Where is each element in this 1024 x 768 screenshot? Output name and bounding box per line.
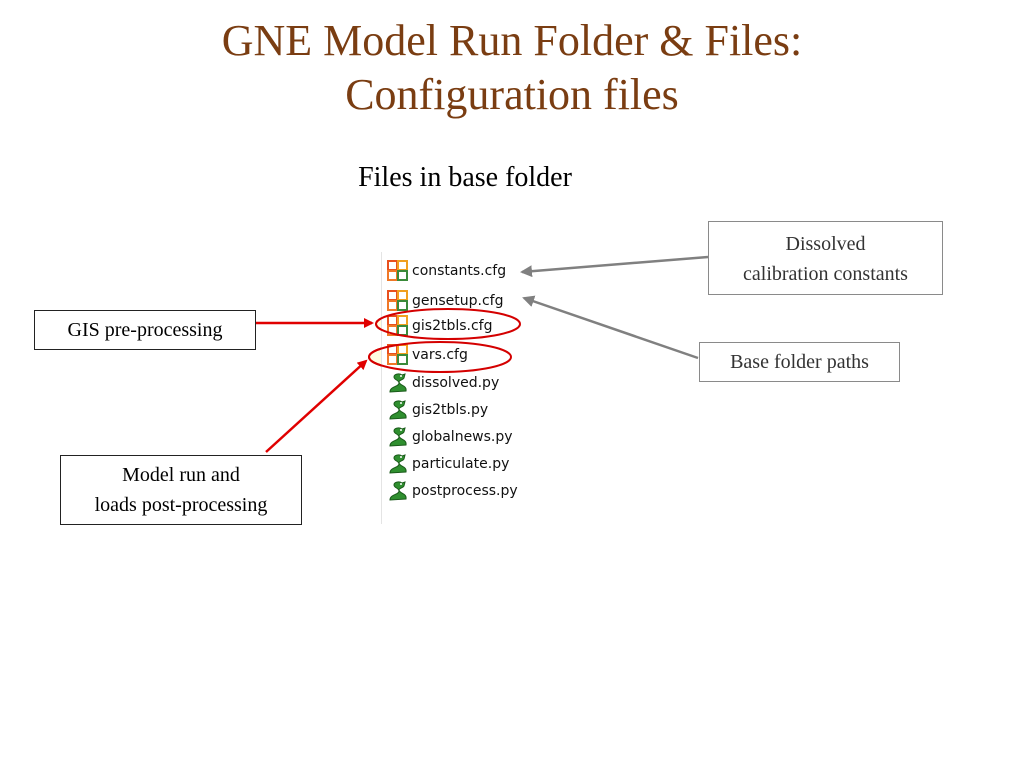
file-row-postprocess[interactable]: postprocess.py [387, 480, 518, 502]
arrow-model-to-vars [265, 359, 368, 453]
file-name: constants.cfg [412, 263, 507, 279]
slide-title-line2: Configuration files [345, 70, 679, 119]
file-name: vars.cfg [412, 347, 468, 363]
file-row-gis2tbls-py[interactable]: gis2tbls.py [387, 399, 488, 421]
file-list-panel: constants.cfg gensetup.cfg gis2tbls.cfg … [381, 252, 542, 524]
callout-model-line1: Model run and [122, 464, 240, 486]
file-row-particulate[interactable]: particulate.py [387, 453, 509, 475]
slide-title-line1: GNE Model Run Folder & Files: [221, 16, 803, 65]
python-file-icon [387, 372, 409, 394]
file-name: globalnews.py [412, 429, 513, 445]
file-name: dissolved.py [412, 375, 500, 391]
file-name: gensetup.cfg [412, 293, 504, 309]
python-file-icon [387, 480, 409, 502]
file-name: postprocess.py [412, 483, 518, 499]
file-row-vars[interactable]: vars.cfg [387, 344, 468, 366]
callout-model-line2: loads post-processing [94, 494, 268, 516]
config-file-icon [387, 290, 409, 312]
callout-dissolved-line2: calibration constants [743, 263, 908, 285]
callout-gis-preprocessing: GIS pre-processing [34, 310, 256, 350]
callout-base-text: Base folder paths [730, 351, 869, 373]
python-file-icon [387, 453, 409, 475]
callout-dissolved-line1: Dissolved [785, 233, 866, 255]
arrow-base-to-gensetup [522, 295, 699, 360]
file-row-globalnews[interactable]: globalnews.py [387, 426, 513, 448]
callout-model-run: Model run and loads post-processing [60, 455, 302, 525]
python-file-icon [387, 426, 409, 448]
callout-base-folder-paths: Base folder paths [699, 342, 900, 382]
slide-subtitle: Files in base folder [358, 162, 572, 193]
callout-dissolved-constants: Dissolved calibration constants [708, 221, 943, 295]
config-file-icon [387, 344, 409, 366]
python-file-icon [387, 399, 409, 421]
file-name: particulate.py [412, 456, 510, 472]
file-row-gensetup[interactable]: gensetup.cfg [387, 290, 504, 312]
callout-gis-text: GIS pre-processing [67, 319, 223, 341]
config-file-icon [387, 260, 409, 282]
file-row-constants[interactable]: constants.cfg [387, 260, 506, 282]
file-name: gis2tbls.cfg [412, 318, 493, 334]
file-row-gis2tbls-cfg[interactable]: gis2tbls.cfg [387, 315, 493, 337]
file-row-dissolved[interactable]: dissolved.py [387, 372, 499, 394]
file-name: gis2tbls.py [412, 402, 489, 418]
config-file-icon [387, 315, 409, 337]
slide-title: GNE Model Run Folder & Files: Configurat… [0, 14, 1024, 122]
arrow-dissolved-to-constants [520, 255, 709, 278]
